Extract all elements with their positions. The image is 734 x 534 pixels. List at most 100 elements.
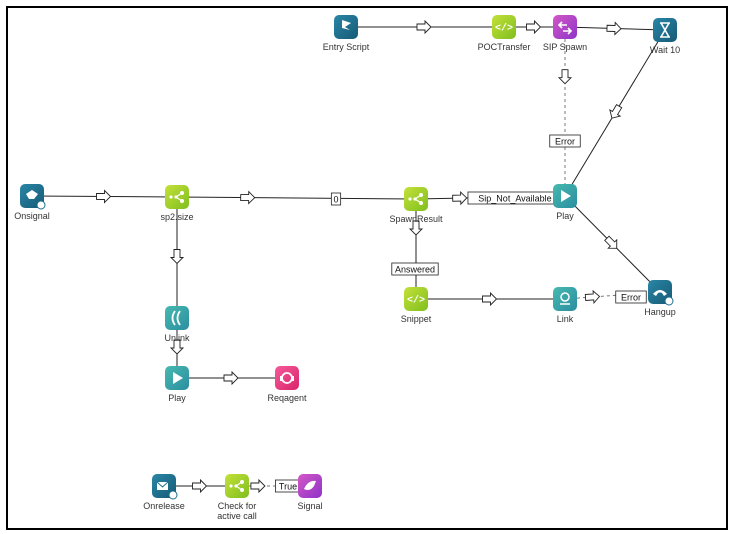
edge-play2-reqagent[interactable] xyxy=(177,370,287,386)
svg-text:</>: </> xyxy=(495,23,513,35)
node-label: SIP Spawn xyxy=(543,42,587,52)
node-label: sp2.size xyxy=(160,212,193,222)
node-hangup[interactable]: Hangup xyxy=(644,280,676,317)
edge-arrow-icon xyxy=(408,220,424,236)
edge-sipspawn-play1[interactable]: Error xyxy=(549,27,581,196)
edge-entry-poc[interactable] xyxy=(346,19,504,35)
node-label: Play xyxy=(168,393,186,403)
code-icon: </> xyxy=(495,23,513,35)
node-label: POCTransfer xyxy=(478,42,531,52)
edge-label: Answered xyxy=(395,265,435,275)
flag-icon xyxy=(342,20,351,34)
edge-label: True xyxy=(279,482,297,492)
node-label: Hangup xyxy=(644,307,676,317)
edge-arrow-icon xyxy=(96,189,112,204)
code-icon: </> xyxy=(407,295,425,307)
signal-event-icon xyxy=(26,190,38,199)
node-label: Unlink xyxy=(164,333,190,343)
edge-arrow-icon xyxy=(169,249,185,265)
node-spawnresult[interactable]: SpawnResult xyxy=(389,187,443,224)
event-badge-icon xyxy=(168,490,178,500)
edge-arrow-icon xyxy=(452,191,468,206)
event-badge-icon xyxy=(36,200,46,210)
node-sp2[interactable]: sp2.size xyxy=(160,185,194,222)
edge-label: Error xyxy=(621,293,641,303)
edge-arrow-icon xyxy=(482,291,498,307)
edge-arrow-icon xyxy=(240,190,256,205)
edge-arrow-icon xyxy=(416,19,432,35)
diagram-canvas xyxy=(6,6,728,530)
phone-hangup-icon xyxy=(653,290,667,296)
edge-label-box xyxy=(330,192,342,206)
edge-spawnresult-play1[interactable]: Sip_Not_Available xyxy=(415,191,566,206)
event-badge-icon xyxy=(664,296,674,306)
node-play1[interactable]: Play xyxy=(553,184,577,221)
node-onsignal[interactable]: Onsignal xyxy=(14,184,50,221)
edge-arrow-icon xyxy=(169,339,185,355)
edge-spawnresult-snippet[interactable]: Answered xyxy=(391,199,439,299)
unlink-icon xyxy=(171,310,181,326)
node-label: SpawnResult xyxy=(389,214,443,224)
headset-icon xyxy=(280,372,294,384)
edge-arrow-icon xyxy=(250,478,266,494)
node-label: Check for xyxy=(218,501,257,511)
edge-arrow-icon xyxy=(192,478,208,494)
node-entry[interactable]: Entry Script xyxy=(323,15,370,52)
edge-onsignal-sp2[interactable] xyxy=(31,189,178,204)
branch-icon xyxy=(229,480,244,492)
node-reqagent[interactable]: Reqagent xyxy=(267,366,307,403)
node-onrelease[interactable]: Onrelease xyxy=(143,474,185,511)
edge-label: 0 xyxy=(333,195,338,205)
link-icon xyxy=(560,292,570,305)
edge-onrelease-check[interactable] xyxy=(164,478,237,494)
node-label: active call xyxy=(217,511,257,521)
node-wait[interactable]: Wait 10 xyxy=(650,18,680,55)
node-signal[interactable]: Signal xyxy=(297,474,323,511)
edge-sp2-unlink[interactable] xyxy=(169,197,185,318)
edge-label-box xyxy=(549,134,581,148)
edge-wait-play1[interactable] xyxy=(564,29,666,197)
edge-arrow-icon xyxy=(223,370,239,386)
edge-arrow-icon xyxy=(526,19,542,35)
mail-event-icon xyxy=(156,481,169,490)
signal-icon xyxy=(304,480,316,490)
node-play2[interactable]: Play xyxy=(165,366,189,403)
node-label: Onrelease xyxy=(143,501,185,511)
node-unlink[interactable]: Unlink xyxy=(164,306,190,343)
edge-sipspawn-wait[interactable] xyxy=(564,21,666,36)
node-label: Play xyxy=(556,211,574,221)
edge-label-box xyxy=(391,262,439,276)
node-label: Signal xyxy=(297,501,322,511)
edge-arrow-icon xyxy=(606,21,622,36)
edge-snippet-link[interactable] xyxy=(416,291,565,307)
node-link[interactable]: Link xyxy=(553,287,577,324)
edge-arrow-icon xyxy=(609,103,623,119)
play-icon xyxy=(173,372,183,384)
edge-arrow-icon xyxy=(604,235,618,249)
node-sipspawn[interactable]: SIP Spawn xyxy=(543,15,587,52)
edge-check-signal[interactable]: True xyxy=(237,478,310,494)
node-poc[interactable]: </> POCTransfer xyxy=(478,15,531,52)
edge-arrow-icon xyxy=(557,69,573,85)
node-snippet[interactable]: </> Snippet xyxy=(401,287,432,324)
play-icon xyxy=(561,190,571,202)
node-label: Wait 10 xyxy=(650,45,680,55)
branch-icon xyxy=(169,191,184,203)
node-label: Entry Script xyxy=(323,42,370,52)
edge-label-box xyxy=(615,290,647,304)
spawn-icon xyxy=(557,21,573,35)
edge-label: Sip_Not_Available xyxy=(478,194,551,204)
hourglass-icon xyxy=(660,22,670,38)
edge-sp2-spawnresult[interactable]: 0 xyxy=(176,190,417,206)
branch-icon xyxy=(408,193,423,205)
edge-label: Error xyxy=(555,137,575,147)
edge-link-hangup[interactable]: Error xyxy=(564,289,661,305)
svg-text:</>: </> xyxy=(407,295,425,307)
edge-play1-hangup[interactable] xyxy=(564,195,661,293)
node-label: Snippet xyxy=(401,314,432,324)
node-label: Link xyxy=(557,314,574,324)
node-label: Onsignal xyxy=(14,211,50,221)
node-label: Reqagent xyxy=(267,393,307,403)
